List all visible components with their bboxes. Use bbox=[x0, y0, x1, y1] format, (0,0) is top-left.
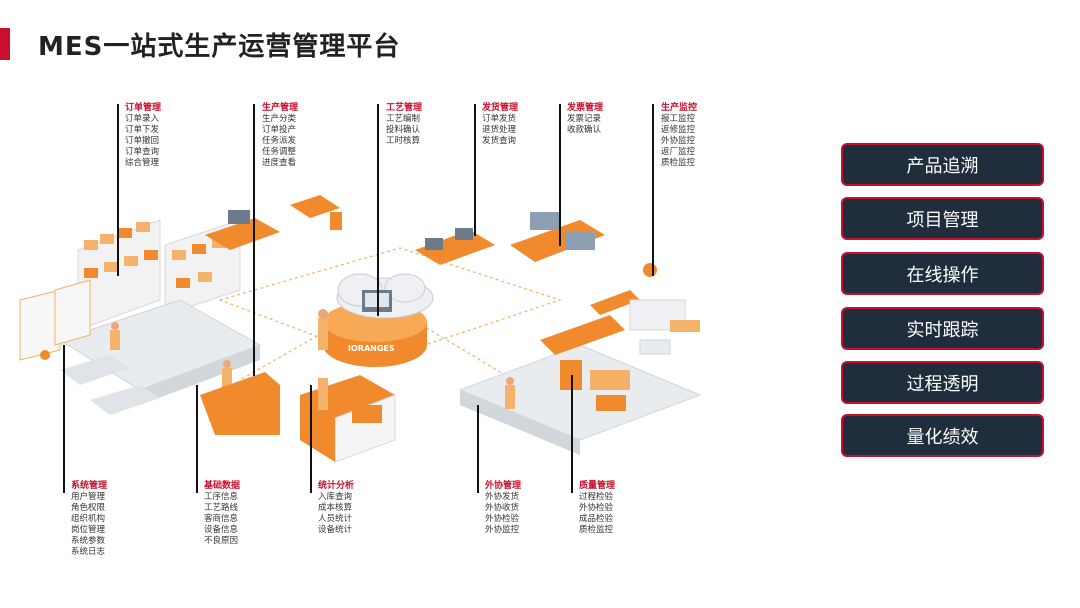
module-item: 返修监控 bbox=[661, 125, 696, 135]
feature-button-project-management[interactable]: 项目管理 bbox=[841, 197, 1044, 240]
module-invoice-management: 发票管理 发票记录 收款确认 bbox=[567, 103, 603, 136]
cloud-platform: IORANGES bbox=[323, 273, 434, 367]
module-item: 订单撤回 bbox=[125, 136, 160, 146]
module-outsourcing-management: 外协管理 外协发货 外协收货 外协检验 外协监控 bbox=[485, 481, 521, 536]
module-item: 质检监控 bbox=[661, 158, 696, 168]
leader-line-monitoring bbox=[652, 104, 654, 276]
module-shipping-management: 发货管理 订单发货 退货处理 发货查询 bbox=[482, 103, 518, 147]
production-line-right bbox=[458, 263, 702, 455]
module-title: 基础数据 bbox=[204, 481, 241, 491]
leader-line-order bbox=[117, 104, 119, 276]
module-item: 系统参数 bbox=[71, 536, 106, 546]
leader-line-basedata bbox=[196, 385, 198, 493]
inventory-pallets bbox=[60, 355, 160, 415]
feature-button-process-transparency[interactable]: 过程透明 bbox=[841, 361, 1044, 404]
module-item: 生产分类 bbox=[262, 114, 297, 124]
module-item: 订单查询 bbox=[125, 147, 160, 157]
module-item: 返厂监控 bbox=[661, 147, 696, 157]
worker-figure bbox=[318, 318, 328, 350]
module-item: 任务调整 bbox=[262, 147, 297, 157]
module-production-management: 生产管理 生产分类 订单投产 任务派发 任务调整 进度查看 bbox=[262, 103, 298, 169]
module-item: 投料确认 bbox=[386, 125, 421, 135]
module-item: 报工监控 bbox=[661, 114, 696, 124]
module-item: 订单下发 bbox=[125, 125, 160, 135]
module-item: 外协检验 bbox=[579, 503, 614, 513]
feature-button-online-operation[interactable]: 在线操作 bbox=[841, 252, 1044, 295]
warehouse-shelves bbox=[77, 219, 241, 331]
module-item: 不良原因 bbox=[204, 536, 239, 546]
leader-line-production bbox=[253, 104, 255, 376]
worker-head bbox=[318, 309, 328, 319]
module-item: 工序信息 bbox=[204, 492, 239, 502]
feature-button-quantified-performance[interactable]: 量化绩效 bbox=[841, 414, 1044, 457]
title-accent-bar bbox=[0, 28, 10, 60]
module-item: 工时核算 bbox=[386, 136, 421, 146]
module-item: 发货查询 bbox=[482, 136, 517, 146]
module-item: 组织机构 bbox=[71, 514, 106, 524]
module-process-management: 工艺管理 工艺编制 投料确认 工时核算 bbox=[386, 103, 422, 147]
leader-line-quality bbox=[571, 375, 573, 493]
module-title: 质量管理 bbox=[579, 481, 616, 491]
page-title: MES一站式生产运营管理平台 bbox=[38, 32, 401, 62]
feature-button-product-traceability[interactable]: 产品追溯 bbox=[841, 143, 1044, 186]
module-title: 生产监控 bbox=[661, 103, 698, 113]
leader-line-process bbox=[377, 104, 379, 316]
module-item: 综合管理 bbox=[125, 158, 160, 168]
statistics-kiosk bbox=[300, 375, 396, 463]
module-statistics-analysis: 统计分析 入库查询 成本核算 人员统计 设备统计 bbox=[318, 481, 354, 536]
module-item: 人员统计 bbox=[318, 514, 353, 524]
module-item: 外协发货 bbox=[485, 492, 520, 502]
office-desks bbox=[205, 195, 605, 265]
module-quality-management: 质量管理 过程检验 外协检验 成品检验 质检监控 bbox=[579, 481, 615, 536]
module-item: 外协监控 bbox=[485, 525, 520, 535]
module-order-management: 订单管理 订单录入 订单下发 订单撤回 订单查询 综合管理 bbox=[125, 103, 161, 169]
module-item: 成本核算 bbox=[318, 503, 353, 513]
leader-line-outsourcing bbox=[477, 405, 479, 493]
module-item: 设备统计 bbox=[318, 525, 353, 535]
module-item: 进度查看 bbox=[262, 158, 297, 168]
feature-button-realtime-tracking[interactable]: 实时跟踪 bbox=[841, 307, 1044, 350]
module-system-management: 系统管理 用户管理 角色权限 组织机构 岗位管理 系统参数 系统日志 bbox=[71, 481, 107, 558]
module-item: 发票记录 bbox=[567, 114, 602, 124]
leader-line-invoice bbox=[559, 104, 561, 246]
module-title: 工艺管理 bbox=[386, 103, 423, 113]
leader-line-statistics bbox=[310, 385, 312, 493]
module-item: 设备信息 bbox=[204, 525, 239, 535]
module-item: 任务派发 bbox=[262, 136, 297, 146]
module-title: 系统管理 bbox=[71, 481, 108, 491]
module-item: 订单发货 bbox=[482, 114, 517, 124]
module-item: 角色权限 bbox=[71, 503, 106, 513]
module-item: 岗位管理 bbox=[71, 525, 106, 535]
module-item: 客商信息 bbox=[204, 514, 239, 524]
module-title: 发票管理 bbox=[567, 103, 604, 113]
module-item: 外协监控 bbox=[661, 136, 696, 146]
module-item: 成品检验 bbox=[579, 514, 614, 524]
module-item: 工艺编制 bbox=[386, 114, 421, 124]
module-item: 质检监控 bbox=[579, 525, 614, 535]
module-item: 订单录入 bbox=[125, 114, 160, 124]
module-title: 生产管理 bbox=[262, 103, 299, 113]
module-item: 退货处理 bbox=[482, 125, 517, 135]
module-base-data: 基础数据 工序信息 工艺路线 客商信息 设备信息 不良原因 bbox=[204, 481, 240, 547]
leader-line-shipping bbox=[474, 104, 476, 236]
module-item: 用户管理 bbox=[71, 492, 106, 502]
module-production-monitoring: 生产监控 报工监控 返修监控 外协监控 返厂监控 质检监控 bbox=[661, 103, 697, 169]
module-item: 入库查询 bbox=[318, 492, 353, 502]
module-title: 发货管理 bbox=[482, 103, 519, 113]
module-item: 系统日志 bbox=[71, 547, 106, 557]
module-item: 过程检验 bbox=[579, 492, 614, 502]
module-item: 收款确认 bbox=[567, 125, 602, 135]
module-item: 外协检验 bbox=[485, 514, 520, 524]
module-title: 外协管理 bbox=[485, 481, 522, 491]
module-item: 外协收货 bbox=[485, 503, 520, 513]
brand-label: IORANGES bbox=[348, 344, 395, 353]
module-title: 统计分析 bbox=[318, 481, 355, 491]
leader-line-system bbox=[63, 345, 65, 493]
module-item: 订单投产 bbox=[262, 125, 297, 135]
module-item: 工艺路线 bbox=[204, 503, 239, 513]
module-title: 订单管理 bbox=[125, 103, 162, 113]
